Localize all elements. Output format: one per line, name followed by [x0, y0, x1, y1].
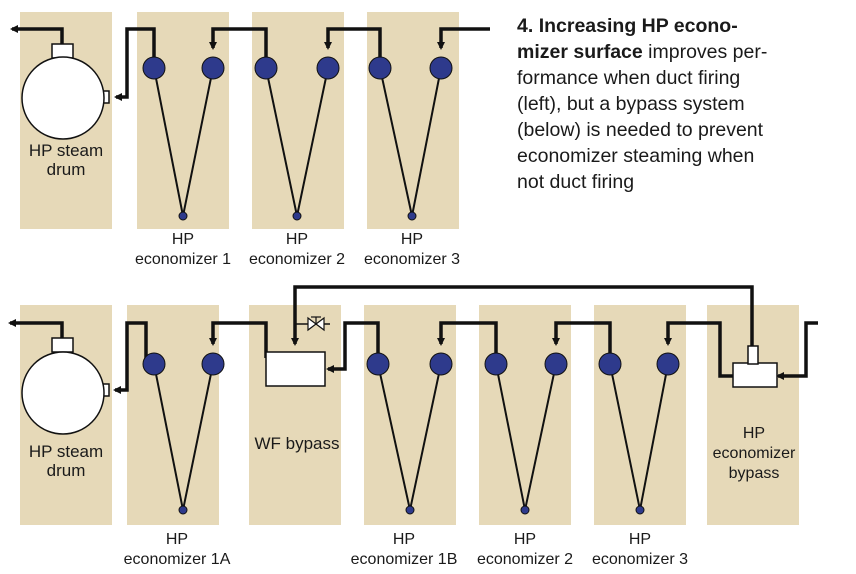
header-icon	[201, 56, 225, 80]
wf-bypass-box	[265, 351, 326, 387]
hp-bypass-label-3: bypass	[729, 465, 780, 482]
header-icon	[544, 352, 568, 376]
top-headers	[142, 56, 453, 221]
figure-caption: 4. Increasing HP econo- mizer surface im…	[517, 13, 847, 195]
top-eco3-label-1: HP	[401, 231, 423, 248]
hp-bypass-label-2: economizer	[713, 445, 796, 462]
bot-eco2-label-2: economizer 2	[477, 551, 573, 568]
bottom-headers	[142, 352, 680, 515]
caption-line-6: economizer steaming when	[517, 145, 755, 167]
header-icon	[368, 56, 392, 80]
bottom-pipes	[8, 285, 818, 394]
bot-eco1b-label-2: economizer 1B	[351, 551, 458, 568]
header-icon	[316, 56, 340, 80]
hp-bypass-label-1: HP	[743, 425, 765, 442]
header-icon	[254, 56, 278, 80]
caption-line-2: mizer surface improves per-	[517, 39, 847, 65]
header-icon	[201, 352, 225, 376]
drain-icon	[292, 211, 302, 221]
top-steam-drum	[21, 56, 105, 140]
caption-line-3: formance when duct firing	[517, 67, 741, 89]
bottom-schematic: HP steam drum WF bypass HP economizer by…	[8, 285, 818, 568]
header-icon	[142, 56, 166, 80]
top-eco1-label-1: HP	[172, 231, 194, 248]
panel-bot-eco3	[594, 305, 686, 525]
drain-icon	[178, 505, 188, 515]
panel-top-eco1	[137, 12, 229, 229]
drain-icon	[407, 211, 417, 221]
top-eco2-label-2: economizer 2	[249, 251, 345, 268]
bot-drum-label-2: drum	[47, 461, 86, 480]
bot-eco3-label-2: economizer 3	[592, 551, 688, 568]
top-pipes	[10, 25, 490, 101]
bot-eco1a-label-1: HP	[166, 531, 188, 548]
bot-eco3-label-1: HP	[629, 531, 651, 548]
drain-icon	[405, 505, 415, 515]
bot-eco1a-label-2: economizer 1A	[124, 551, 231, 568]
caption-line-5: (below) is needed to prevent	[517, 119, 764, 141]
drain-icon	[178, 211, 188, 221]
header-icon	[142, 352, 166, 376]
header-icon	[484, 352, 508, 376]
hp-bypass-box	[732, 362, 778, 388]
caption-rest-2: improves per-	[648, 41, 768, 63]
drain-icon	[635, 505, 645, 515]
bot-eco1b-label-1: HP	[393, 531, 415, 548]
valve-icon	[307, 316, 325, 332]
hp-bypass-tee	[747, 345, 759, 365]
caption-line-7: not duct firing	[517, 171, 635, 193]
panel-bot-eco1a	[127, 305, 219, 525]
header-icon	[429, 56, 453, 80]
header-icon	[366, 352, 390, 376]
bottom-steam-drum	[21, 351, 105, 435]
caption-bold-1: Increasing HP econo-	[538, 15, 738, 37]
top-eco1-label-2: economizer 1	[135, 251, 231, 268]
caption-bold-2: mizer surface	[517, 41, 643, 63]
top-schematic: HP steam drum HP economizer 1 HP economi…	[10, 12, 490, 268]
caption-line-1: 4. Increasing HP econo-	[517, 13, 847, 39]
bot-drum-nozzle	[51, 337, 74, 353]
header-icon	[429, 352, 453, 376]
wf-bypass-label: WF bypass	[254, 434, 339, 453]
drain-icon	[520, 505, 530, 515]
bot-eco2-label-1: HP	[514, 531, 536, 548]
caption-number: 4.	[517, 15, 534, 37]
bot-drum-label-1: HP steam	[29, 442, 103, 461]
caption-line-4: (left), but a bypass system	[517, 93, 745, 115]
header-icon	[656, 352, 680, 376]
header-icon	[598, 352, 622, 376]
top-eco3-label-2: economizer 3	[364, 251, 460, 268]
top-eco2-label-1: HP	[286, 231, 308, 248]
top-drum-nozzle	[51, 43, 74, 59]
top-drum-label-1: HP steam	[29, 141, 103, 160]
top-drum-label-2: drum	[47, 160, 86, 179]
